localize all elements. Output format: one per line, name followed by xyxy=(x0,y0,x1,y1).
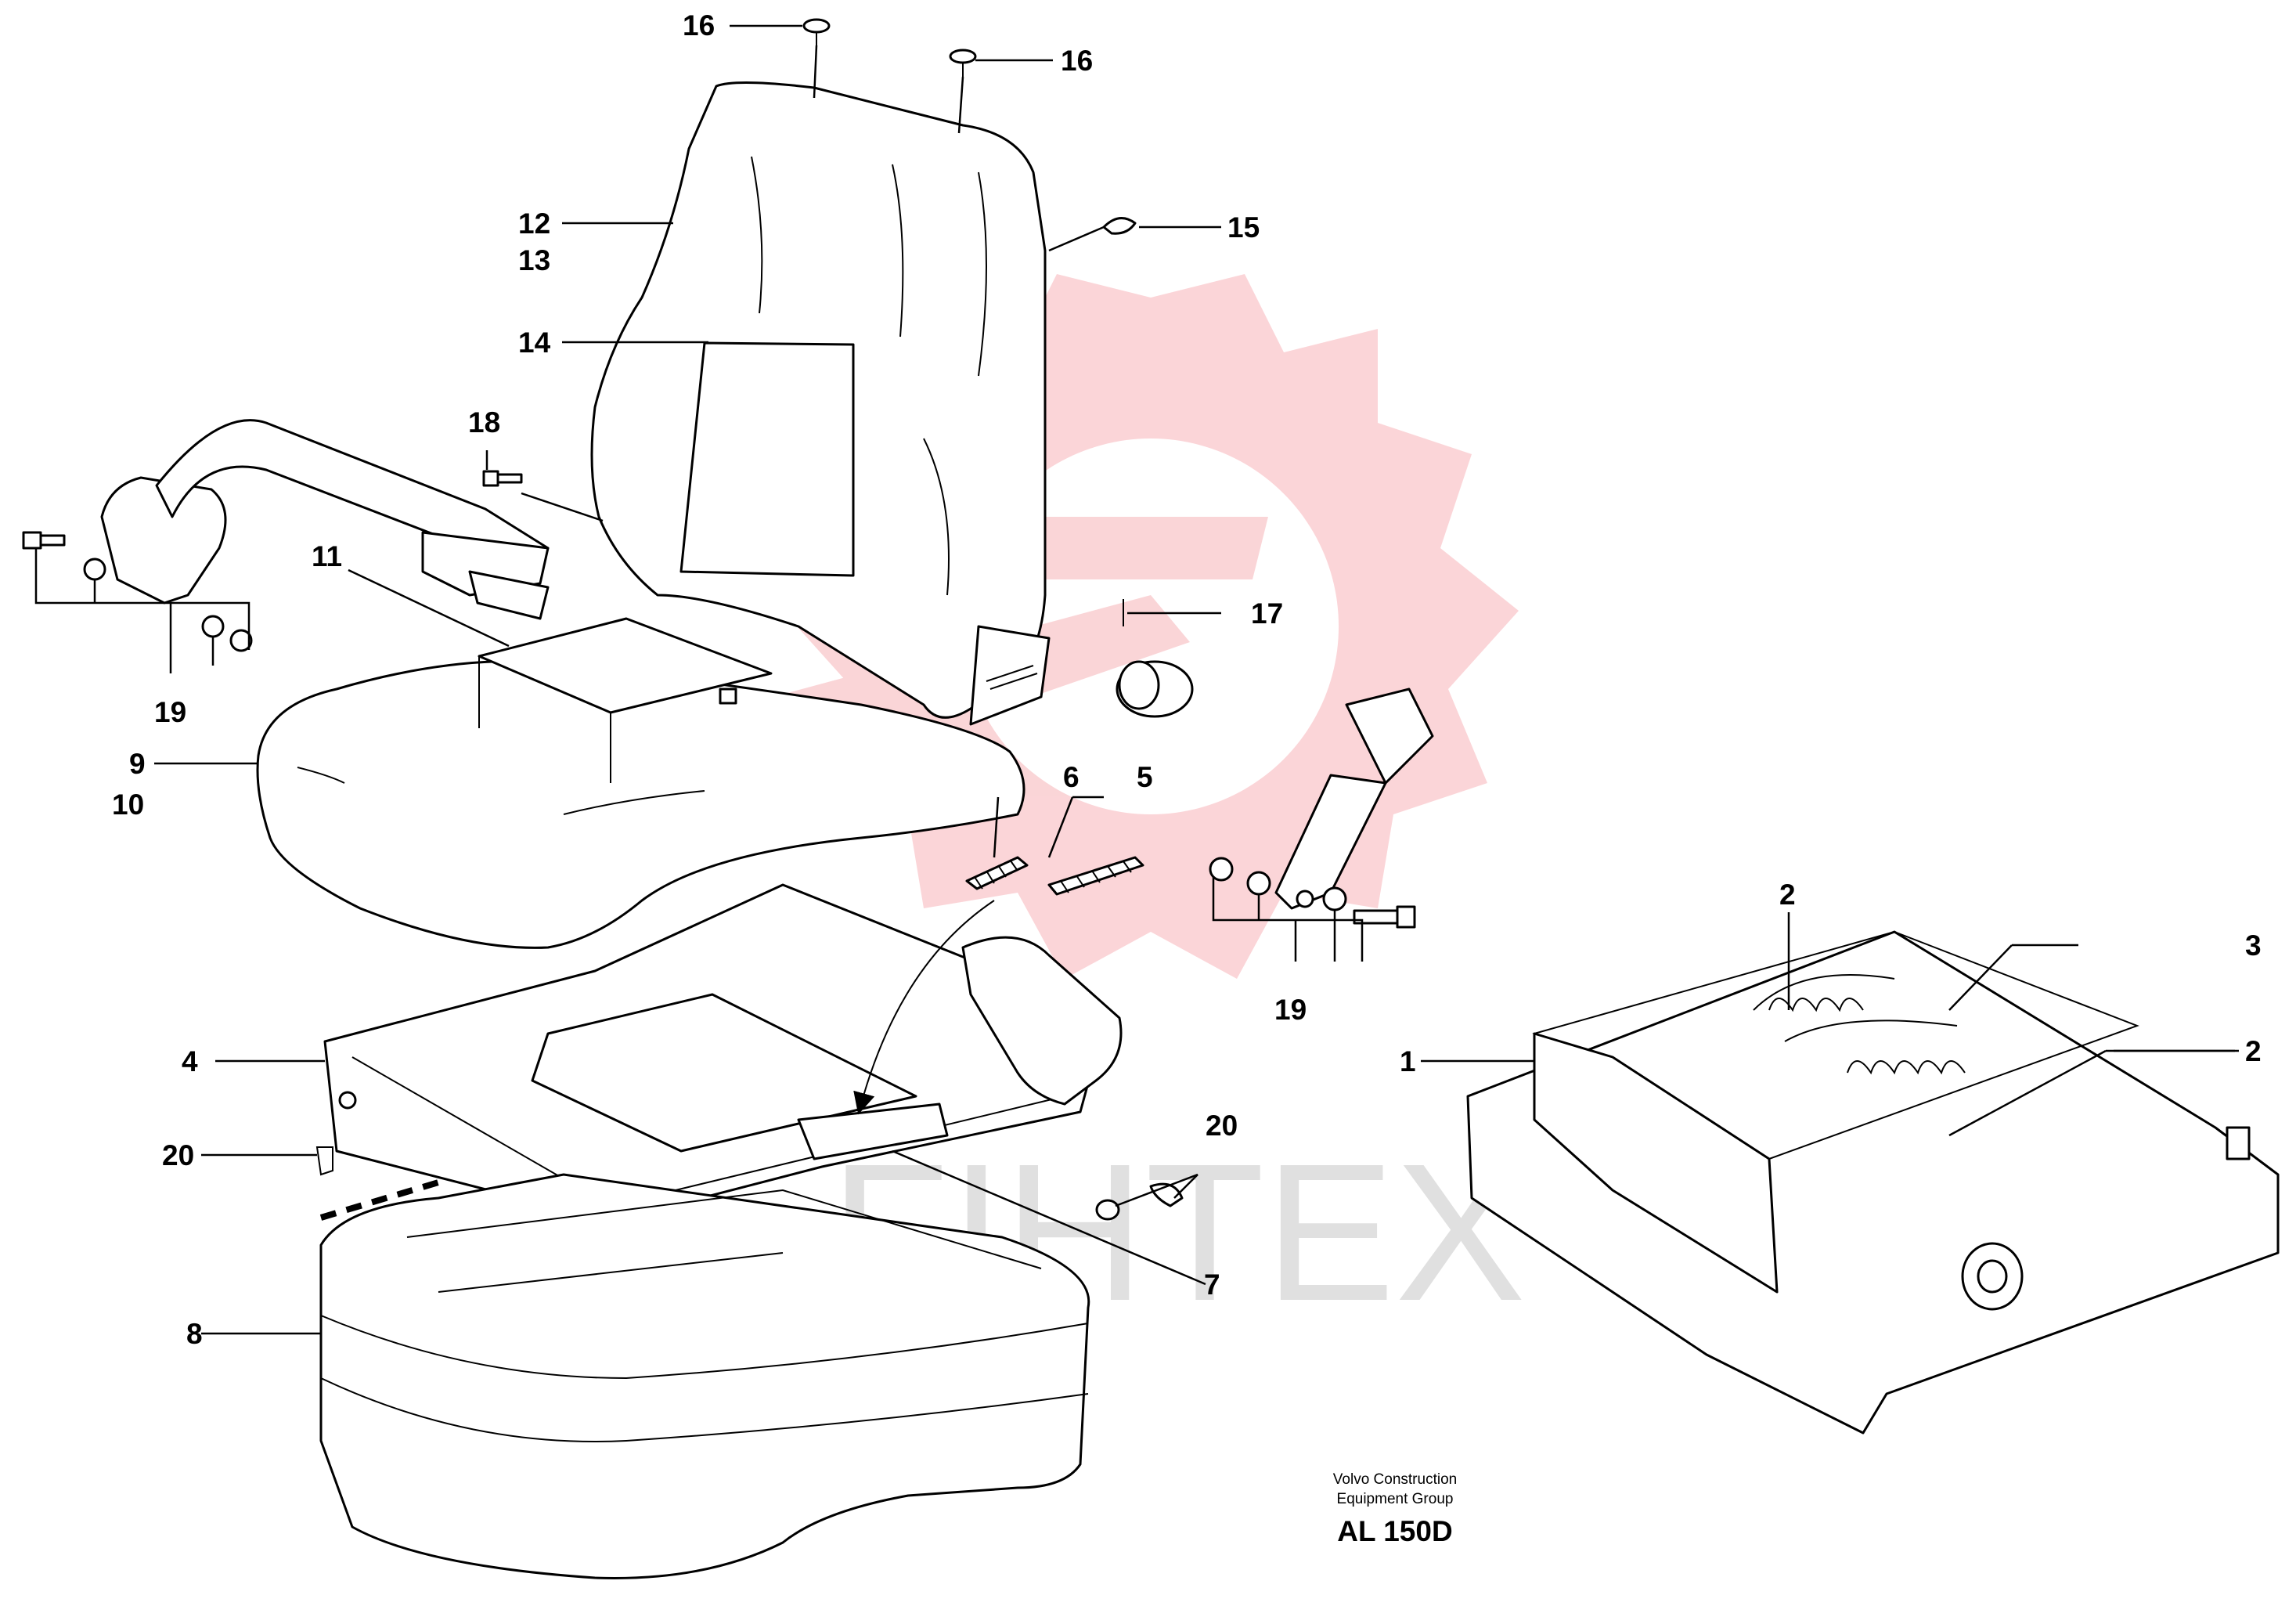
washer-19-b xyxy=(201,615,225,638)
callout-9: 9 xyxy=(129,748,146,780)
callout-20-left: 20 xyxy=(162,1139,194,1171)
spring-6 xyxy=(965,856,1029,890)
callout-18: 18 xyxy=(468,406,500,438)
backrest-recline-lever xyxy=(969,625,1051,726)
model-label: AL 150D xyxy=(1337,1515,1452,1547)
callout-13: 13 xyxy=(518,244,550,276)
seat-belt-retractor xyxy=(100,419,550,620)
pin-16-right xyxy=(949,49,977,77)
callout-12: 12 xyxy=(518,208,550,240)
callout-19-left: 19 xyxy=(154,696,186,728)
callout-20-right: 20 xyxy=(1206,1110,1238,1142)
seat-cushion xyxy=(256,617,1025,949)
caption-block: Volvo Construction Equipment Group AL 15… xyxy=(1333,1471,1457,1547)
bolt-19-left xyxy=(22,531,66,550)
seat-suspension xyxy=(1466,930,2280,1435)
callout-17: 17 xyxy=(1251,597,1283,630)
callout-4: 4 xyxy=(182,1045,198,1077)
slide-rail-7 xyxy=(797,1103,949,1160)
callout-8: 8 xyxy=(186,1318,203,1350)
clip-row-20 xyxy=(319,1179,440,1221)
callout-19-right: 19 xyxy=(1274,994,1307,1026)
back-panel xyxy=(679,341,855,577)
seat-belt-buckle xyxy=(1274,688,1434,910)
callout-15: 15 xyxy=(1227,211,1260,244)
callout-16-right: 16 xyxy=(1061,45,1093,77)
callout-5: 5 xyxy=(1137,761,1153,793)
clip-20-left xyxy=(315,1146,333,1176)
washer-19-d xyxy=(1209,857,1234,882)
washer-19-f xyxy=(1322,886,1347,911)
caption-line-1: Volvo Construction xyxy=(1333,1471,1457,1488)
callout-7: 7 xyxy=(1204,1269,1220,1301)
callout-10: 10 xyxy=(112,789,144,821)
knob-17 xyxy=(1116,599,1194,718)
bolt-19-right xyxy=(1353,905,1416,929)
callout-1: 1 xyxy=(1400,1045,1416,1077)
leader-lines xyxy=(34,24,2239,1335)
washer-19-a xyxy=(83,558,106,581)
adjuster-knob-housing xyxy=(961,936,1123,1106)
callout-6: 6 xyxy=(1063,761,1080,793)
bellows-8 xyxy=(319,1173,1090,1579)
callout-labels: 16 16 12 13 15 14 18 11 19 9 10 17 6 5 1… xyxy=(112,9,2262,1350)
washer-19-e xyxy=(1246,871,1271,896)
callout-11: 11 xyxy=(312,540,342,572)
seat-backrest xyxy=(590,81,1051,726)
washer-19-c xyxy=(229,629,253,652)
callout-14: 14 xyxy=(518,327,551,359)
callout-2-right: 2 xyxy=(2245,1035,2262,1067)
callout-16-left: 16 xyxy=(683,9,715,42)
callout-2-top: 2 xyxy=(1779,879,1796,911)
bolt-18 xyxy=(482,470,523,487)
caption-line-2: Equipment Group xyxy=(1337,1491,1454,1507)
clip-15 xyxy=(1102,217,1137,235)
pin-16-left xyxy=(802,18,831,45)
callout-3: 3 xyxy=(2245,929,2262,962)
seat-frame xyxy=(323,883,1123,1227)
